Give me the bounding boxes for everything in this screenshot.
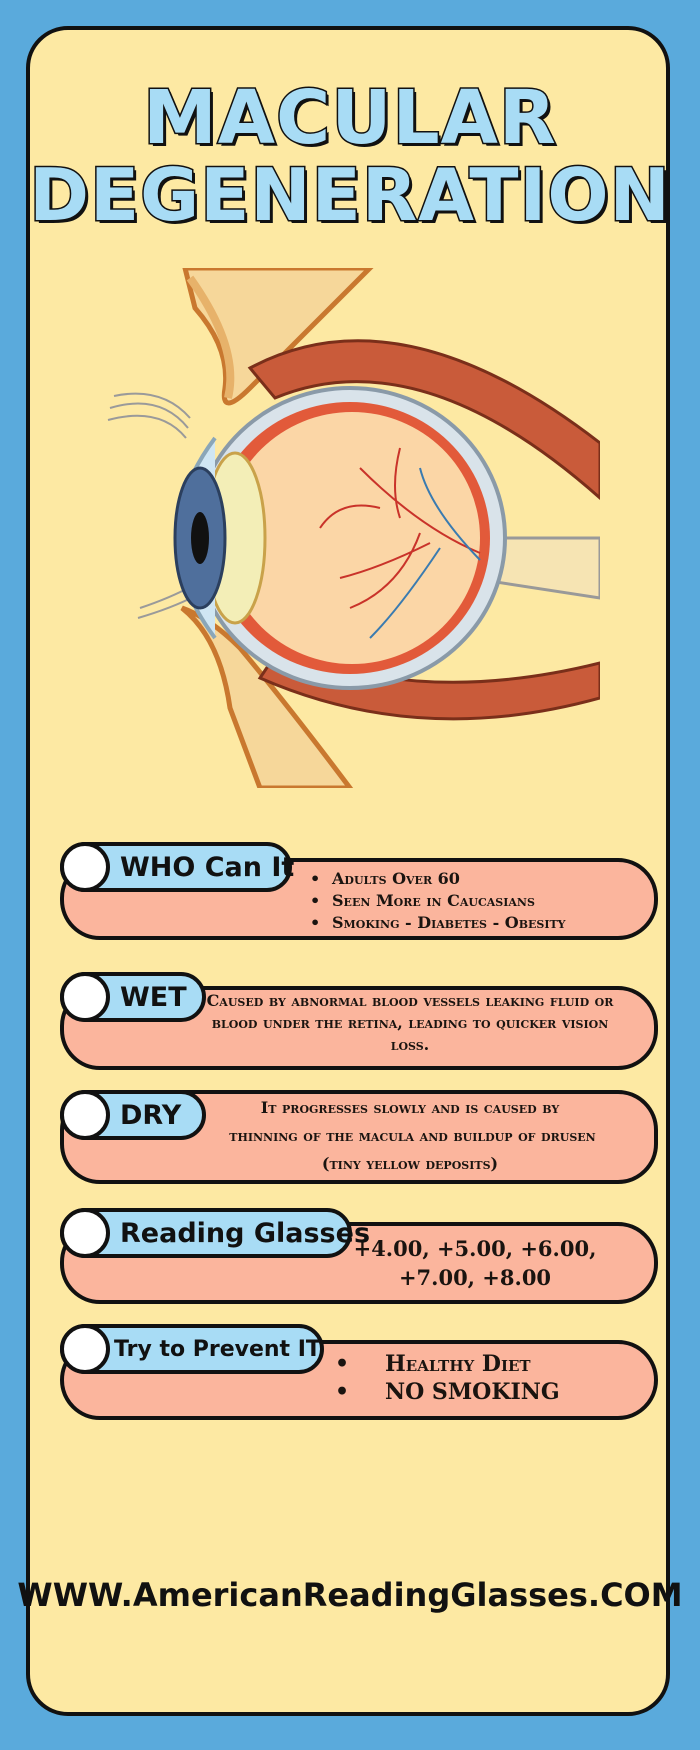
prevent-list: Healthy Diet NO SMOKING — [335, 1350, 560, 1406]
glasses-label: Reading Glasses — [120, 1217, 371, 1249]
dry-line-1: It progresses slowly and is caused by — [260, 1098, 560, 1117]
who-label: WHO Can It — [120, 851, 295, 883]
wet-tab: WET — [60, 972, 206, 1022]
dry-bullet-circle — [60, 1090, 110, 1140]
prevent-item-1: Healthy Diet — [335, 1350, 560, 1378]
dry-line-2: thinning of the macula and buildup of dr… — [229, 1126, 596, 1145]
glasses-powers-line-2: +7.00, +8.00 — [398, 1265, 552, 1290]
glasses-bullet-circle — [60, 1208, 110, 1258]
prevent-tab: Try to Prevent IT — [60, 1324, 324, 1374]
prevent-item-2-text: NO SMOKING — [385, 1379, 560, 1405]
glasses-tab: Reading Glasses — [60, 1208, 370, 1258]
wet-description: Caused by abnormal blood vessels leaking… — [206, 991, 614, 1054]
prevent-label: Try to Prevent IT — [114, 1336, 321, 1362]
title-line-1: MACULAR — [142, 75, 558, 161]
title-line-2: DEGENERATION — [28, 153, 672, 237]
dry-tab: DRY — [60, 1090, 206, 1140]
glasses-powers-line-1: +4.00, +5.00, +6.00, — [353, 1236, 597, 1261]
who-tab: WHO Can It — [60, 842, 295, 892]
website-url: WWW.AmericanReadingGlasses.COM — [17, 1576, 683, 1614]
eye-anatomy-illustration — [100, 265, 602, 791]
who-item-2: Seen More in Caucasians — [310, 890, 566, 912]
who-list: Adults Over 60 Seen More in Caucasians S… — [310, 868, 566, 934]
wet-bullet-circle — [60, 972, 110, 1022]
prevent-item-2: NO SMOKING — [335, 1378, 560, 1406]
dry-line-3: (tiny yellow deposits) — [321, 1154, 499, 1173]
prevent-item-1-text: Healthy Diet — [385, 1351, 531, 1377]
prevent-bullet-circle — [60, 1324, 110, 1374]
wet-label: WET — [120, 981, 187, 1013]
who-item-3: Smoking - Diabetes - Obesity — [310, 912, 566, 934]
dry-label: DRY — [120, 1099, 182, 1131]
who-bullet-circle — [60, 842, 110, 892]
who-item-1: Adults Over 60 — [310, 868, 566, 890]
